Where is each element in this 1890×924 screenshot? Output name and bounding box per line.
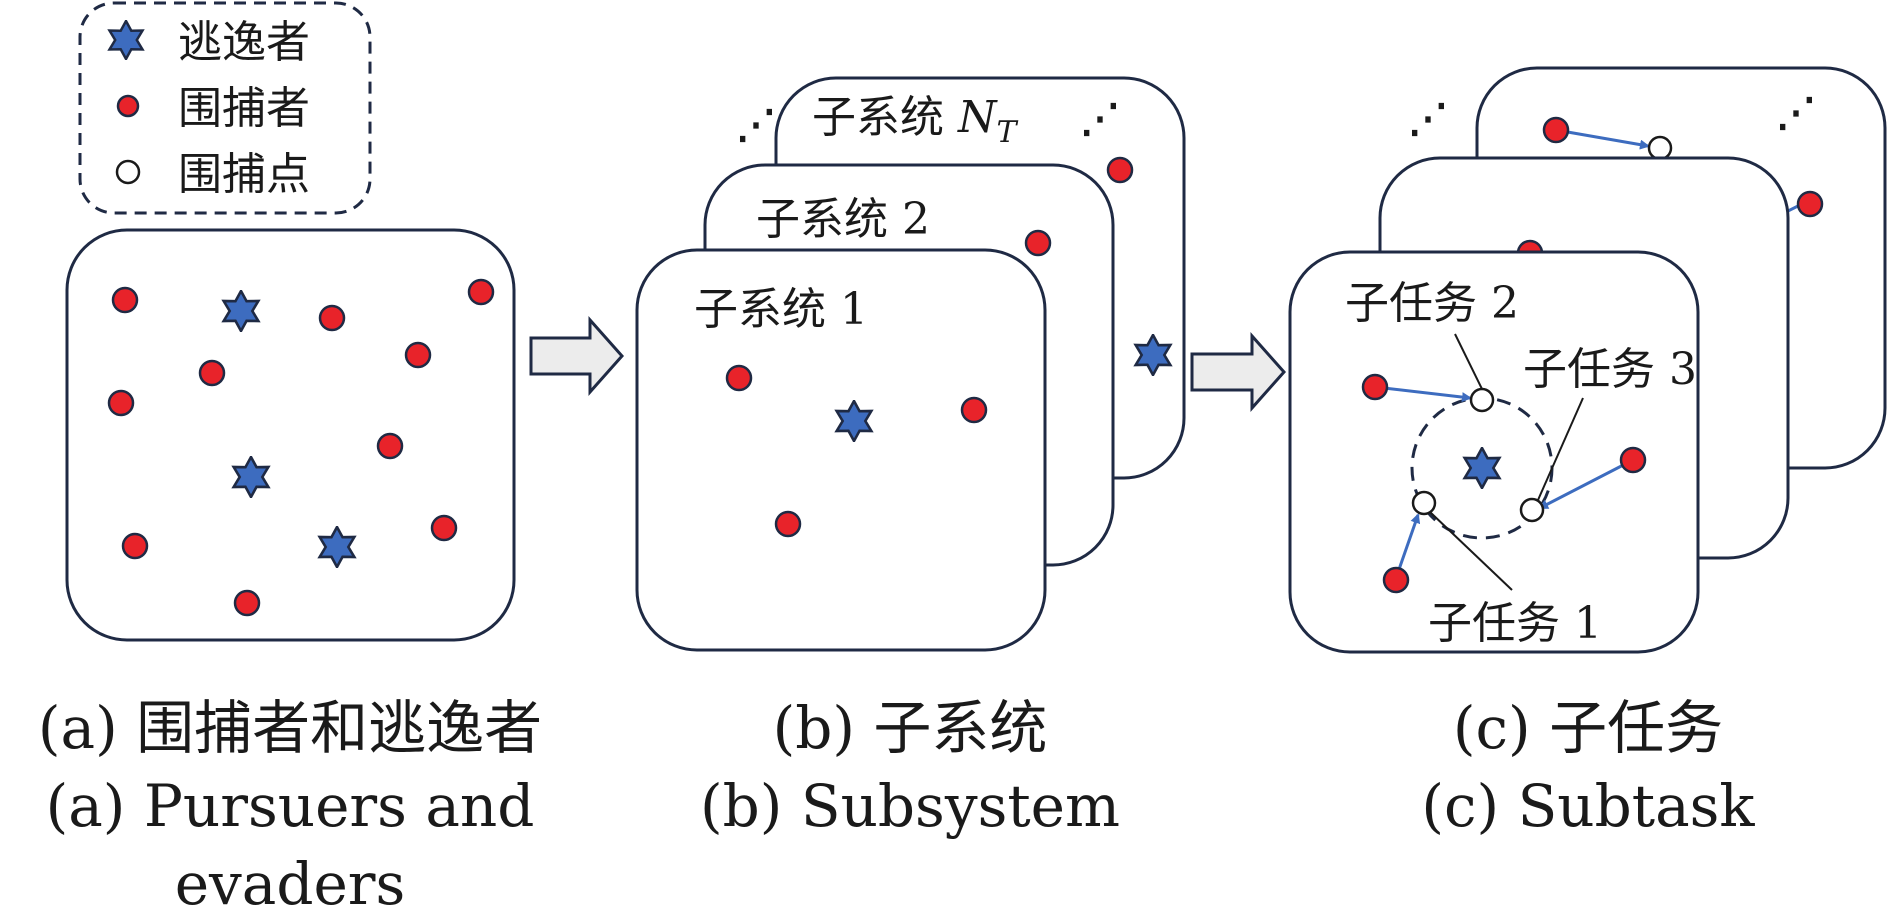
pursuer-dot bbox=[318, 304, 346, 332]
legend: 逃逸者 围捕者 围捕点 bbox=[78, 1, 372, 215]
subtask-2-leader bbox=[1454, 333, 1483, 390]
pursuer-dot bbox=[430, 514, 458, 542]
capture-point-icon bbox=[1411, 490, 1437, 516]
subsystem-n-label: 子系统 NT bbox=[812, 92, 1019, 150]
panel-b: ⋰ ⋰ 子系统 NT 子系统 2 子系统 1 bbox=[635, 76, 1186, 652]
pursuer-dot bbox=[121, 532, 149, 560]
pursuer-dot bbox=[1796, 190, 1824, 218]
pursuer-dot bbox=[1619, 446, 1647, 474]
panel-a-pursuers bbox=[107, 278, 495, 617]
movement-arrow bbox=[1538, 458, 1634, 510]
subtask-2-label: 子任务 2 bbox=[1345, 278, 1519, 329]
pursuer-dot bbox=[198, 359, 226, 387]
pursuer-dot bbox=[111, 286, 139, 314]
pursuer-dot bbox=[1106, 156, 1134, 184]
movement-arrow bbox=[1374, 385, 1472, 403]
subsystem-2-label: 子系统 2 bbox=[756, 194, 930, 245]
pursuer-dot bbox=[404, 341, 432, 369]
panel-b-ellipsis-right: ⋰ bbox=[1080, 95, 1120, 142]
subtask-3-leader bbox=[1537, 397, 1584, 501]
pursuer-dot bbox=[376, 432, 404, 460]
subtask-1-leader bbox=[1429, 511, 1513, 591]
caption-a-cn: (a) 围捕者和逃逸者 bbox=[38, 694, 542, 762]
pursuer-dot bbox=[1382, 566, 1410, 594]
subsystem-1-label: 子系统 1 bbox=[694, 284, 868, 335]
caption-b-cn: (b) 子系统 bbox=[773, 694, 1048, 762]
capture-point-icon bbox=[1519, 497, 1545, 523]
panel-c: ⋰ ⋰ 子任务 2 子任务 3 子任务 1 bbox=[1288, 66, 1887, 654]
pursuer-dot bbox=[467, 278, 495, 306]
captions: (a) 围捕者和逃逸者 (a) Pursuers and evaders (b)… bbox=[38, 694, 1756, 918]
panel-a bbox=[65, 228, 516, 642]
subtask-layer-front bbox=[1288, 250, 1700, 654]
capture-point-icon bbox=[1469, 387, 1495, 413]
pursuer-dot bbox=[107, 389, 135, 417]
caption-b-en: (b) Subsystem bbox=[700, 772, 1120, 840]
panel-a-box bbox=[65, 228, 516, 642]
capture-point-icon bbox=[1647, 135, 1673, 161]
movement-arrow bbox=[1555, 128, 1650, 150]
pursuer-dot bbox=[1024, 229, 1052, 257]
legend-pursuer-label: 围捕者 bbox=[178, 83, 310, 134]
legend-box bbox=[78, 1, 372, 215]
legend-evader-label: 逃逸者 bbox=[178, 17, 310, 68]
panel-c-ellipsis-left: ⋰ bbox=[1408, 95, 1448, 142]
panel-b-ellipsis-left: ⋰ bbox=[736, 101, 776, 148]
legend-pursuer-icon bbox=[116, 94, 140, 118]
legend-capture-point-icon bbox=[115, 159, 141, 185]
panel-c-ellipsis-right: ⋰ bbox=[1776, 89, 1816, 136]
caption-a-en-line2: evaders bbox=[175, 850, 406, 918]
pursuer-dot bbox=[960, 396, 988, 424]
subsystem-layer-1 bbox=[635, 248, 1047, 652]
subtask-3-label: 子任务 3 bbox=[1523, 344, 1697, 395]
subtask-1-label: 子任务 1 bbox=[1428, 598, 1602, 649]
pursuer-dot bbox=[774, 510, 802, 538]
pursuer-dot bbox=[725, 364, 753, 392]
caption-c-en: (c) Subtask bbox=[1421, 772, 1755, 840]
pursuer-dot bbox=[233, 589, 261, 617]
caption-c-cn: (c) 子任务 bbox=[1453, 694, 1723, 762]
transition-arrow-b-to-c bbox=[1190, 332, 1287, 412]
caption-a-en-line1: (a) Pursuers and bbox=[46, 772, 535, 840]
legend-capture-point-label: 围捕点 bbox=[178, 149, 310, 200]
pursuer-dot bbox=[1361, 373, 1389, 401]
transition-arrow-a-to-b bbox=[529, 316, 625, 396]
pursuer-dot bbox=[1542, 116, 1570, 144]
